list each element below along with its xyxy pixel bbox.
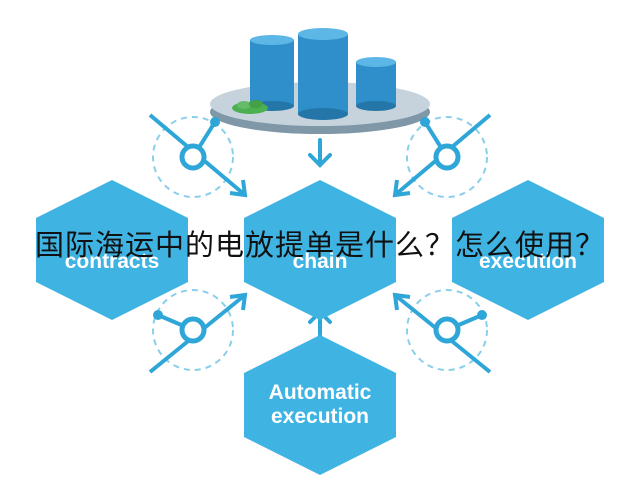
hexagon-right: execution [452,180,604,320]
server-cylinder-left [250,35,294,111]
server-cylinder-center [298,28,348,120]
arrow-down-icon [308,138,332,168]
hexagon-right-label: execution [479,250,577,273]
page-title: 国际海运中的电放提单是什么？怎么使用？ [34,228,605,262]
data-center-illustration [210,28,430,134]
hexagon-center: chain [244,180,396,320]
hexagon-bottom-label-line2: execution [271,405,369,428]
node-icon-bottom-left [148,289,248,374]
plant-icon [232,100,268,114]
hexagon-left: contracts [36,180,188,320]
node-icon-top-right [392,113,492,198]
hexagon-bottom: Automatic execution [244,335,396,475]
hexagon-left-label: contracts [65,250,160,273]
hexagon-bottom-label-line1: Automatic [269,381,372,404]
server-cylinder-right [356,57,396,111]
node-icon-bottom-right [392,289,492,374]
node-icon-top-left [148,113,248,198]
hexagon-center-label: chain [293,250,348,273]
